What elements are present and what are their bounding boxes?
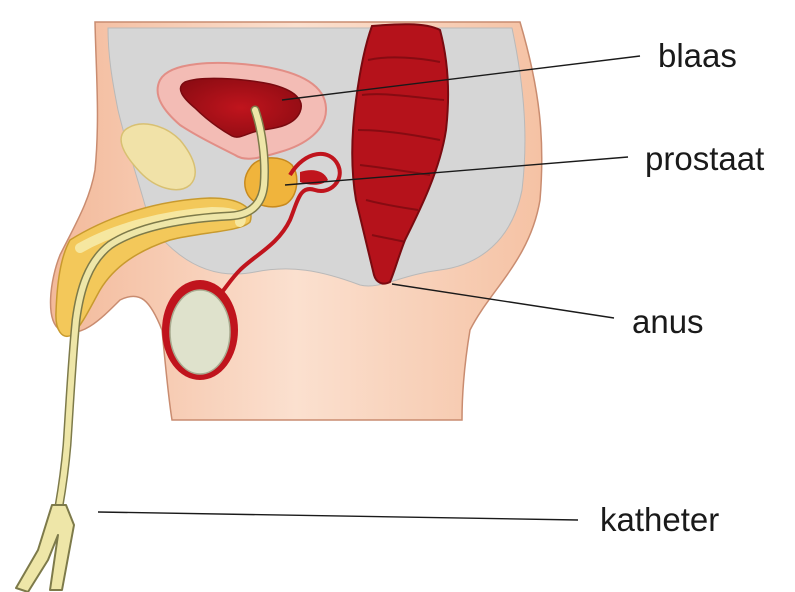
leader-line-catheter bbox=[98, 512, 578, 520]
testis bbox=[170, 290, 230, 374]
label-prostate: prostaat bbox=[645, 140, 764, 177]
label-bladder: blaas bbox=[658, 37, 737, 74]
prostate bbox=[245, 158, 297, 207]
catheter-connector bbox=[16, 505, 74, 592]
label-catheter: katheter bbox=[600, 501, 719, 538]
label-anus: anus bbox=[632, 303, 704, 340]
